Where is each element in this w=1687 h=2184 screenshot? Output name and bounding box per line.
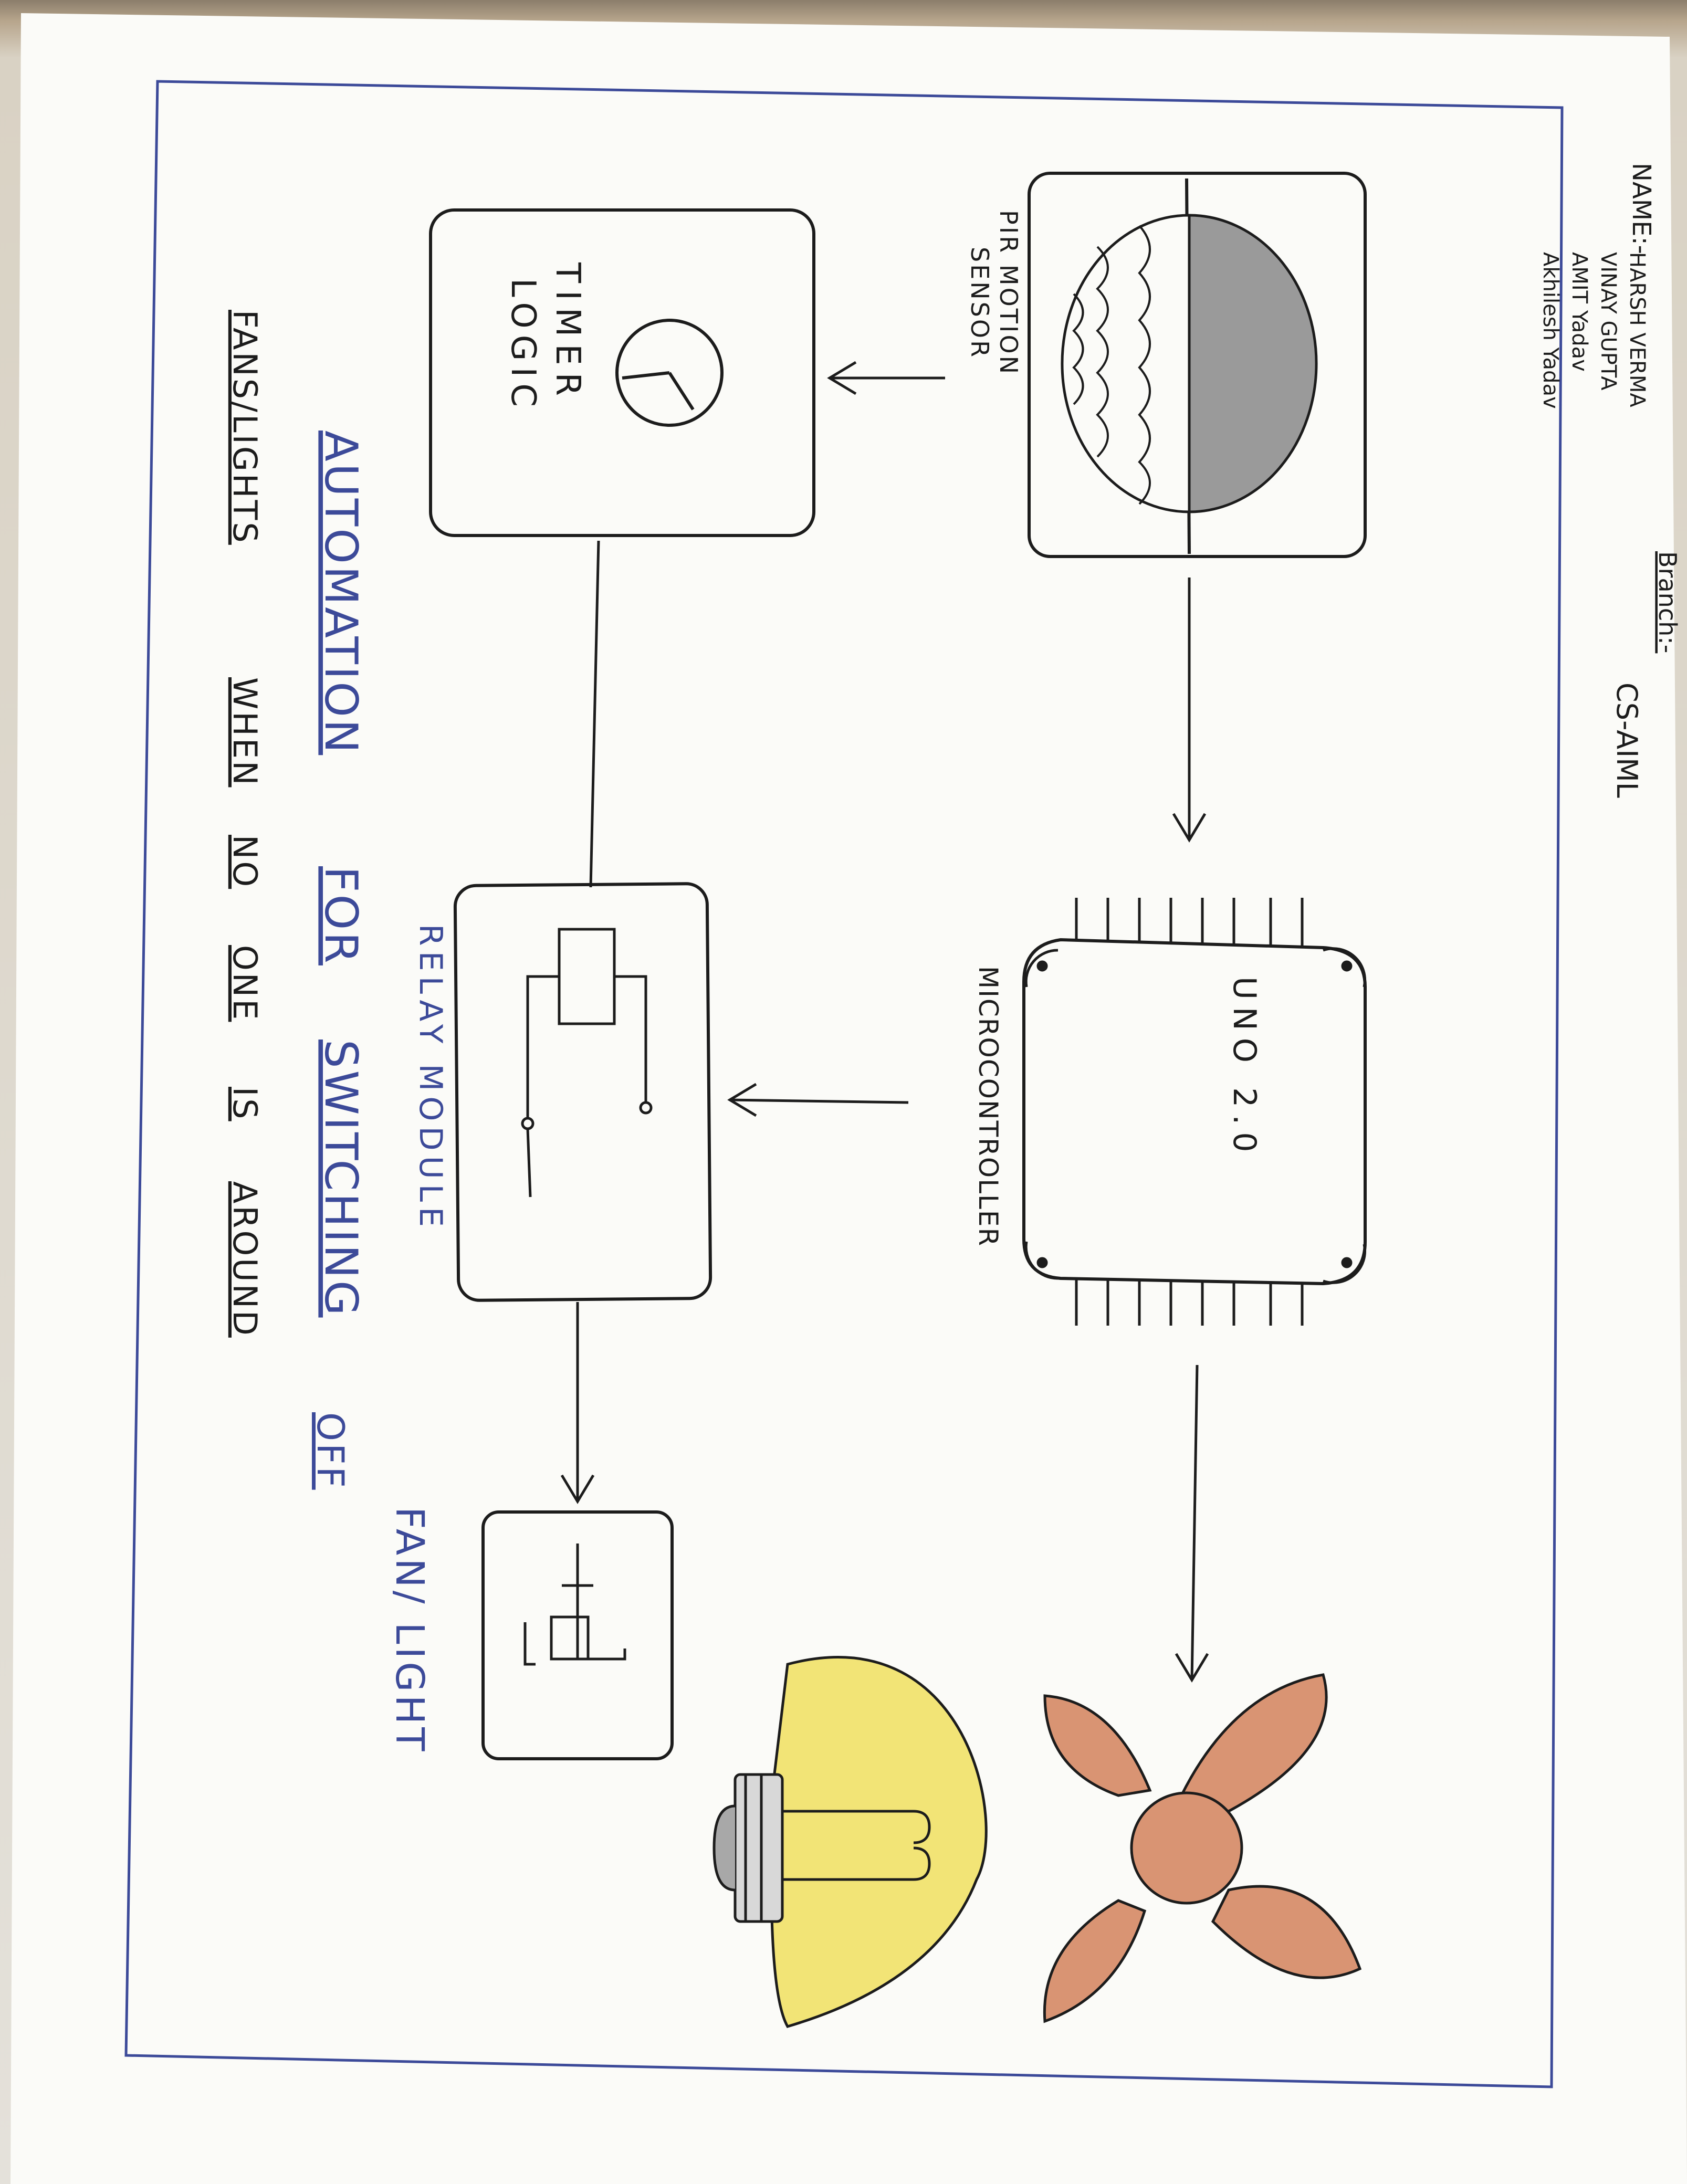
name-label: NAME:- bbox=[1627, 163, 1656, 254]
chip-icon bbox=[1022, 898, 1367, 1326]
name-line: VINAY GUPTA bbox=[1596, 252, 1620, 391]
microcontroller-block: UNO 2.0 MICROCONTROLLER bbox=[973, 898, 1367, 1326]
title: AUTOMATION FOR SWITCHING OFF FANS/LIGHTS… bbox=[226, 310, 367, 1490]
bulb-icon bbox=[712, 1656, 988, 2028]
output-label: FAN/ LIGHT bbox=[387, 1507, 432, 1754]
arrow-mcu-to-fan bbox=[1175, 1364, 1209, 1683]
name-line: Akhilesh Yadav bbox=[1538, 252, 1563, 409]
arrow-relay-to-switch bbox=[560, 1302, 595, 1504]
microcontroller-label: MICROCONTROLLER bbox=[973, 966, 1003, 1247]
title-word: OFF bbox=[309, 1412, 352, 1490]
arrow-pir-to-mcu bbox=[1172, 578, 1207, 843]
switch-box bbox=[481, 1510, 674, 1760]
title-word: ONE bbox=[226, 945, 264, 1022]
arrow-pir-to-timer bbox=[827, 361, 945, 395]
relay-label: RELAY MODULE bbox=[412, 924, 449, 1232]
timer-label-line1: TIMER bbox=[548, 262, 587, 403]
title-word: IS bbox=[226, 1087, 264, 1121]
relay-icon bbox=[521, 928, 653, 1198]
poster-border bbox=[124, 80, 1564, 2088]
name-line: HARSH VERMA bbox=[1625, 252, 1649, 407]
title-word: WHEN bbox=[226, 677, 264, 787]
relay-box bbox=[453, 882, 712, 1302]
switch-block: FAN/ LIGHT bbox=[387, 1507, 674, 1760]
title-word: FANS/LIGHTS bbox=[226, 310, 264, 545]
title-word: NO bbox=[226, 835, 264, 889]
chip-text: UNO 2.0 bbox=[1226, 976, 1263, 1160]
branch-label: Branch:- bbox=[1653, 551, 1682, 653]
clock-icon bbox=[615, 319, 724, 427]
fan-icon bbox=[1043, 1673, 1362, 2023]
arrow-mcu-to-relay bbox=[727, 1083, 909, 1117]
title-word: SWITCHING bbox=[315, 1040, 367, 1318]
branch-value: CS-AIML bbox=[1610, 682, 1643, 798]
line-timer-to-relay bbox=[589, 540, 600, 888]
relay-block: RELAY MODULE bbox=[412, 882, 712, 1302]
pir-label-line2: SENSOR bbox=[966, 247, 994, 359]
pir-sensor-icon bbox=[1061, 178, 1318, 554]
timer-block: TIMER LOGIC bbox=[429, 208, 815, 537]
title-word: AUTOMATION bbox=[315, 430, 367, 755]
pir-sensor-block: PIR MOTION SENSOR bbox=[966, 172, 1367, 558]
timer-label-line2: LOGIC bbox=[504, 278, 542, 413]
name-line: AMIT Yadav bbox=[1567, 252, 1591, 372]
pir-sensor-box bbox=[1028, 172, 1367, 558]
switch-icon bbox=[523, 1544, 626, 1666]
title-word: AROUND bbox=[226, 1181, 264, 1338]
timer-box bbox=[429, 208, 815, 537]
pir-label-line1: PIR MOTION bbox=[994, 210, 1023, 376]
title-word: FOR bbox=[315, 866, 367, 965]
header: NAME:- HARSH VERMA VINAY GUPTA AMIT Yada… bbox=[1538, 163, 1682, 798]
